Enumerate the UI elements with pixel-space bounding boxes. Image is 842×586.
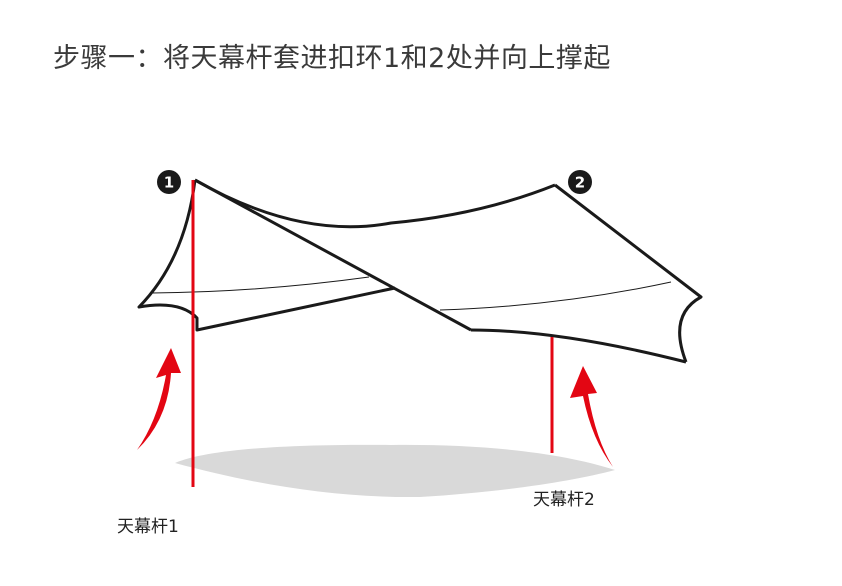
marker-1-number: 1 — [164, 174, 174, 192]
up-arrow-icon — [570, 366, 613, 467]
tarp-fold-line — [439, 281, 672, 311]
pole-1-label: 天幕杆1 — [117, 517, 179, 537]
ground-shadow — [175, 444, 615, 498]
pole-2-label: 天幕杆2 — [533, 490, 595, 510]
tarp-fold-line — [151, 276, 370, 294]
marker-2-number: 2 — [575, 174, 585, 192]
marker-2: 2 — [568, 170, 592, 194]
marker-1: 1 — [157, 170, 181, 194]
tarp-outline — [137, 178, 703, 364]
step-title: 步骤一：将天幕杆套进扣环1和2处并向上撑起 — [53, 43, 611, 74]
up-arrow-icon — [137, 348, 181, 450]
